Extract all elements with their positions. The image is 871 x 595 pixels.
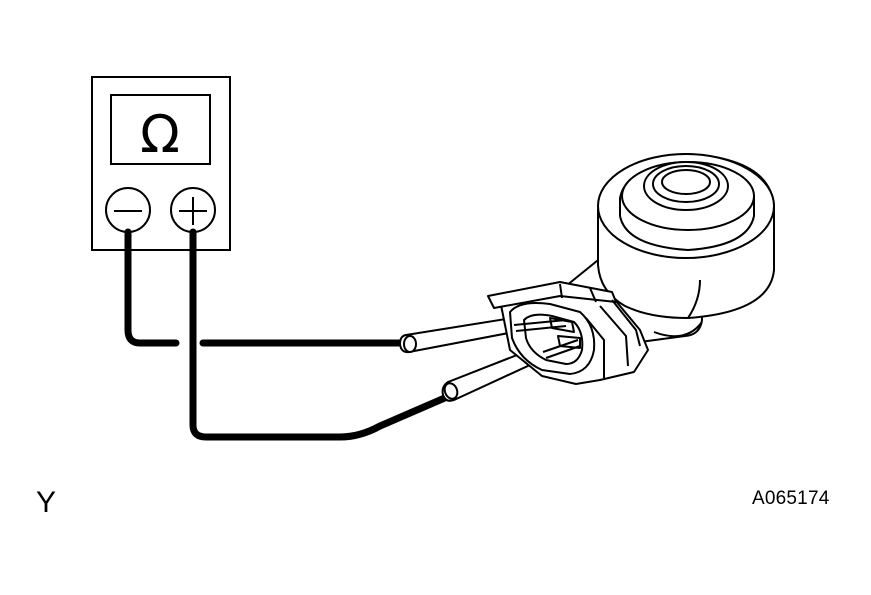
ohmmeter-display: [110, 94, 211, 165]
corner-label-left: Y: [36, 486, 57, 519]
sensor-connector: [487, 281, 649, 385]
knock-sensor: [565, 153, 775, 343]
figure-code: A065174: [752, 488, 830, 509]
ohmmeter: Ω: [91, 76, 231, 251]
negative-lead-wire: [124, 228, 180, 347]
connector-latch: [487, 281, 617, 309]
ohm-symbol: Ω: [140, 105, 180, 165]
positive-lead-wire: [189, 228, 451, 441]
sensor-center-post-inner: [661, 169, 711, 195]
sensor-bracket-curve: [653, 321, 703, 338]
test-leads: [124, 228, 451, 441]
